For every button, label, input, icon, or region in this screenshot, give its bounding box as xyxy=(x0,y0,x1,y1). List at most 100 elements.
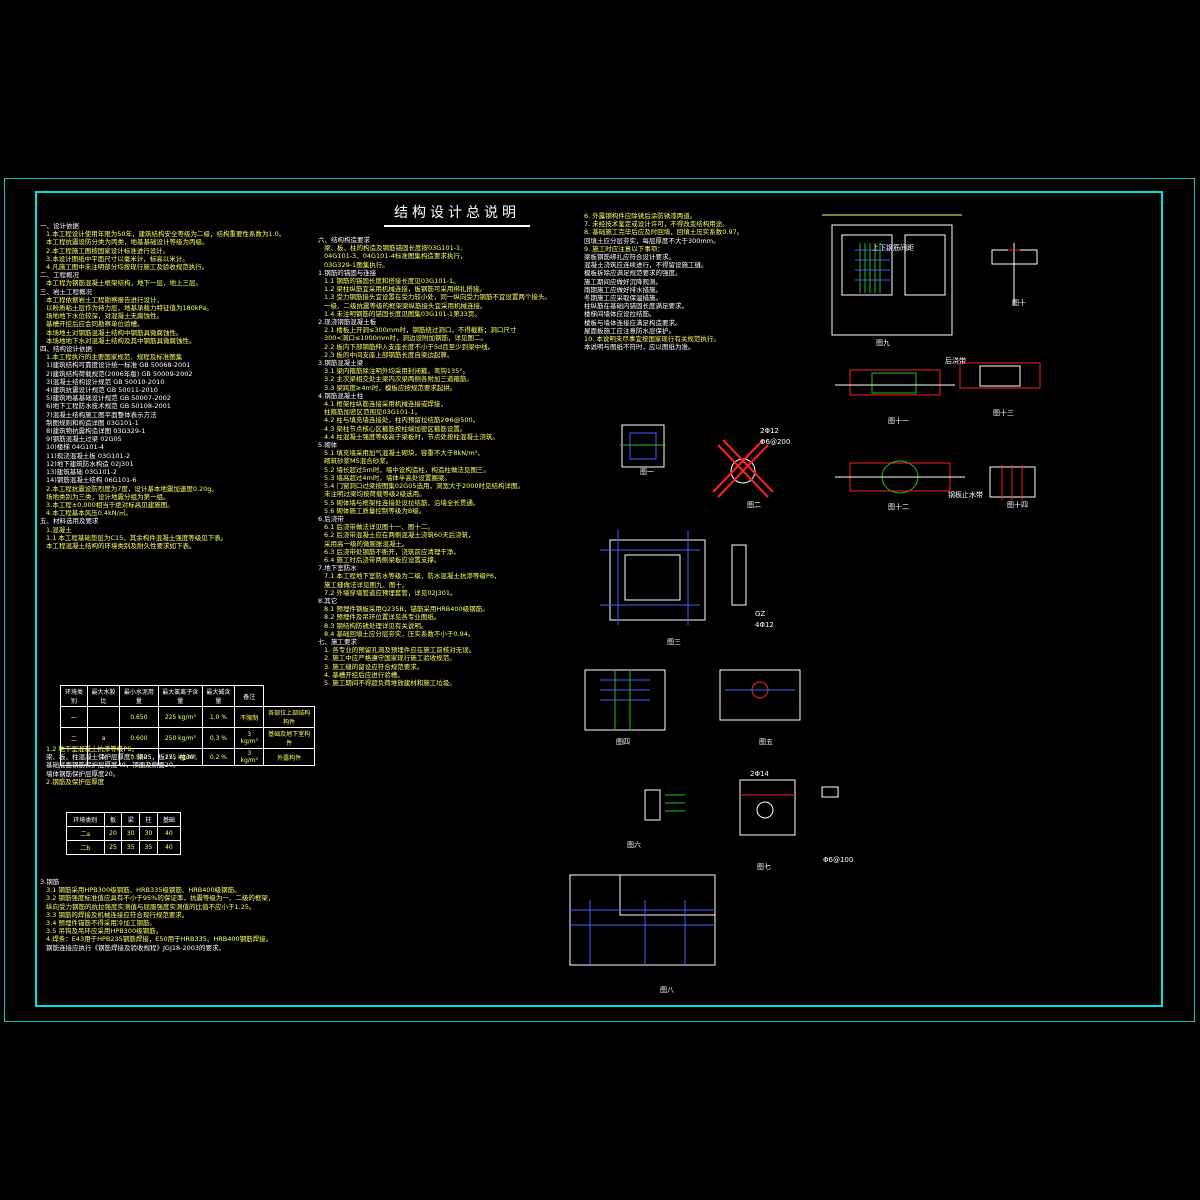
notes-column-2: 六、结构构造要求 梁、板、柱的构造及钢筋锚固长度按03G101-1、 04G10… xyxy=(318,236,568,996)
table-cell: 外露构件 xyxy=(263,748,315,766)
table-cell: 二b xyxy=(66,840,105,855)
note-line: 3.本工程±0.000相当于绝对标高见建施图。 xyxy=(46,500,174,509)
fig8-label: 图八 xyxy=(660,986,674,994)
note-line: 2.2 板内下部钢筋伸入支座长度不小于5d且至少到梁中线。 xyxy=(324,342,495,351)
note-line: 制图规则和构造详图 03G101-1 xyxy=(46,418,139,427)
note-line: 3)混凝土结构设计规范 GB 50010-2010 xyxy=(46,377,165,386)
note-line: 1.本工程设计使用年限为50年，建筑结构安全等级为二级，结构重要性系数为1.0。 xyxy=(46,230,286,239)
note-line: 5.5 砌体墙与框架柱连接处设拉结筋，沿墙全长贯通。 xyxy=(324,498,480,507)
note-line: 7.1 本工程地下室防水等级为二级，防水混凝土抗渗等级P6， xyxy=(324,572,501,581)
note-line: 8.3 钢结构防锈处理详见有关说明。 xyxy=(324,621,428,630)
note-line: 模板拆除应满足规范要求的强度。 xyxy=(584,269,682,278)
note-line: 6. 外露钢构件应除锈后涂防锈漆两道。 xyxy=(584,212,697,220)
table-cell: 35 xyxy=(121,840,141,855)
notes-column-3: 6. 外露钢构件应除锈后涂防锈漆两道。7. 未经技术鉴定或设计许可，不得改变结构… xyxy=(578,212,818,382)
table-header-cell: 备注 xyxy=(234,685,265,707)
fig2-label: 图二 xyxy=(747,501,761,509)
note-line: 6.后浇带 xyxy=(318,514,344,523)
note-line: 6.2 后浇带混凝土应在两侧混凝土浇筑60天后浇筑， xyxy=(324,531,475,540)
table-cell: 40 xyxy=(156,840,182,855)
table-header-cell: 基础 xyxy=(156,812,182,827)
fig1-label: 图一 xyxy=(640,468,654,476)
table-cell: 30 xyxy=(139,826,158,841)
table-header-cell: 板 xyxy=(103,812,123,827)
note-line: 5)建筑地基基础设计规范 GB 50007-2002 xyxy=(46,394,171,403)
note-line: 1. 各专业的预留孔洞及预埋件应在施工前核对无误。 xyxy=(324,646,476,655)
drawing-border xyxy=(35,191,1163,1007)
note-line: 5.4 门窗洞口过梁按图集02G05选用，洞宽大于2000时见结构详图。 xyxy=(324,482,525,491)
note-line: 梁、板、柱的构造及钢筋锚固长度按03G101-1、 xyxy=(324,244,467,253)
notes-column-1b: 1.2 地下室混凝土抗渗等级P6。 梁、板、柱混凝土保护层厚度：梁25，板15，… xyxy=(40,745,310,793)
note-line: 3. 施工缝的留设应符合规范要求。 xyxy=(324,662,424,671)
drawing-title: 结构设计总说明 xyxy=(384,203,530,227)
note-line: 13)建筑基础 03G101-2 xyxy=(46,468,118,477)
note-line: 基槽开挖后应会同勘察单位验槽。 xyxy=(46,320,144,329)
table-header-cell: 最小水泥用量 xyxy=(118,685,159,707)
table-header-cell: 柱 xyxy=(139,812,158,827)
table-cell: 二a xyxy=(66,826,105,841)
note-line: 楼板与墙体连接应满足构造要求。 xyxy=(584,318,682,327)
note-line: 未注明过梁均按荷载等级2级选用。 xyxy=(324,490,426,499)
note-line: 梁板钢筋绑扎应符合设计要求。 xyxy=(584,253,675,262)
note-line: 2.3 板的中间支座上部钢筋长度自梁边起算。 xyxy=(324,350,454,359)
note-line: 1.混凝土 xyxy=(46,525,72,534)
note-line: 场地地下水位较深，对混凝土无腐蚀性。 xyxy=(46,312,163,321)
note-line: 楼梯间墙体应设拉结筋。 xyxy=(584,310,656,319)
note-1: 上下钢筋间距 xyxy=(872,244,914,252)
note-line: 5.3 墙高超过4m时，墙体半高处设置圈梁。 xyxy=(324,473,451,482)
note-line: 混凝土浇筑应连续进行，不得留设施工缝。 xyxy=(584,261,708,270)
note-line: 五、材料选用及要求 xyxy=(40,517,99,526)
note-line: 钢筋连接应执行《钢筋焊接及验收规程》JGJ18-2003的要求。 xyxy=(46,943,226,952)
note-line: 1.1 钢筋的锚固长度和搭接长度见03G101-1。 xyxy=(324,277,460,286)
note-4: GZ xyxy=(755,610,766,618)
fig5-label: 图五 xyxy=(759,738,773,746)
fig12-label: 图十二 xyxy=(888,503,909,511)
note-line: 本工程抗震设防分类为丙类，地基基础设计等级为丙级。 xyxy=(46,238,209,247)
note-line: 施工期间应做好沉降观测。 xyxy=(584,277,662,286)
note-line: 回填土应分层夯实，每层厚度不大于300mm。 xyxy=(584,236,720,245)
note-line: 3.钢筋混凝土梁 xyxy=(318,359,364,368)
note-line: 纵向受力钢筋的抗拉强度实测值与屈服强度实测值的比值不应小于1.25。 xyxy=(46,902,256,911)
note-line: 1.2 梁柱纵筋宜采用机械连接，板钢筋可采用绑扎搭接。 xyxy=(324,285,486,294)
note-line: 本说明与图纸不符时，应以图纸为准。 xyxy=(584,343,695,352)
note-line: 8)建筑物抗震构造详图 03G329-1 xyxy=(46,427,146,436)
table-cell: 不限制 xyxy=(234,706,265,728)
table-cell: 3 kg/m³ xyxy=(234,748,265,766)
note-line: 本工程依据岩土工程勘察报告进行设计， xyxy=(46,295,163,304)
note-line: 1.本工程执行的主要国家规范、规程及标准图集 xyxy=(46,353,183,362)
note-line: 14)钢筋混凝土结构 06G101-6 xyxy=(46,476,137,485)
note-line: 3.1 钢筋采用HPB300级钢筋、HRB335级钢筋、HRB400级钢筋。 xyxy=(46,886,241,895)
table-cell: 275 kg/m³ xyxy=(157,748,203,766)
note-line: 2.1 楼板上开洞≤300mm时，钢筋绕过洞口，不得截断；洞口尺寸 xyxy=(324,326,517,335)
note-line: 本工程混凝土结构的环境类别及耐久性要求如下表。 xyxy=(46,541,196,550)
table-cell: 25 xyxy=(103,840,123,855)
note-line: 3.本设计图纸中平面尺寸以毫米计，标高以米计。 xyxy=(46,254,189,263)
fig14-label: 图十四 xyxy=(1007,501,1028,509)
note-line: 2.现浇钢筋混凝土板 xyxy=(318,318,377,327)
note-line: 9. 施工时应注意以下事项： xyxy=(584,244,664,253)
table-cell: 30 xyxy=(121,826,141,841)
note-line: 基础底面钢筋保护层厚度40，顶面及侧面20。 xyxy=(46,761,180,770)
table-cell: 0.650 xyxy=(118,706,159,728)
table-cell: 40 xyxy=(156,826,182,841)
note-line: 以粉质粘土层作为持力层，地基承载力特征值为180kPa。 xyxy=(46,304,213,313)
table-header-cell: 最大水胶比 xyxy=(87,685,120,707)
note-line: 4.2 柱与填充墙连接处，柱内预留拉结筋2Φ6@500。 xyxy=(324,416,480,425)
note-line: 场地类别为三类，设计地震分组为第一组。 xyxy=(46,492,170,501)
fig13-label: 图十三 xyxy=(993,409,1014,417)
note-line: 墙体钢筋保护层厚度20。 xyxy=(46,769,120,778)
fig7-label: 图七 xyxy=(757,863,771,871)
note-line: 8.其它 xyxy=(318,596,338,605)
table-cell xyxy=(59,748,89,766)
note-line: 3.5 吊钩及吊环应采用HPB300级钢筋。 xyxy=(46,927,163,936)
note-8: 2Φ14 xyxy=(750,770,769,778)
table-cell: 1.0 % xyxy=(201,706,236,728)
fig6-label: 图六 xyxy=(627,841,641,849)
note-line: 8.4 基础回填土应分层夯实，压实系数不小于0.94。 xyxy=(324,629,475,638)
table-cell xyxy=(87,706,120,728)
fig3-label: 图三 xyxy=(667,638,681,646)
note-line: 5.2 墙长超过5m时，墙中设构造柱，构造柱做法见图三。 xyxy=(324,465,490,474)
